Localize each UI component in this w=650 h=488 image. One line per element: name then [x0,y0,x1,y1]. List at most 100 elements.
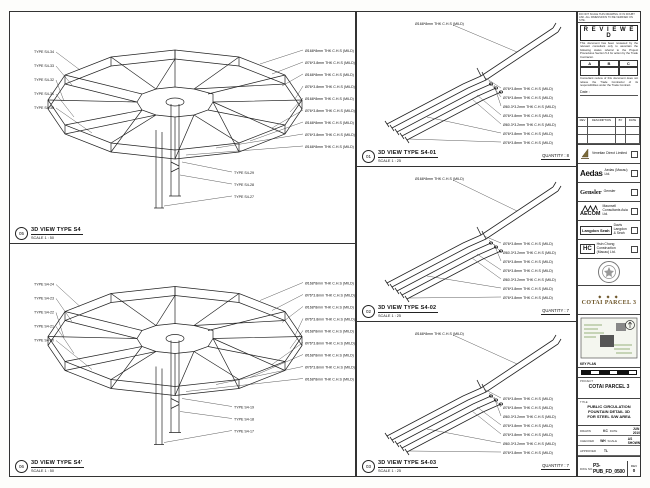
type-label: TYPE S4-18 [234,418,254,422]
seal-icon [598,261,620,283]
member-size-label: Ø76*3.8mm THK C.H.S (MILD) [503,141,553,145]
drawing-title-line: PUBLIC CIRCULATION [587,404,631,409]
member-size-label: Ø60.3*3.2mm THK C.H.S (MILD) [503,278,556,282]
stamp-check-cells [580,67,638,77]
quantity-note: QUANTITY : 7 [541,308,570,315]
member-size-label: Ø168*8mm THK C.H.S (MILD) [415,332,464,336]
type-label: TYPE S4-19 [234,406,254,410]
member-size-label: Ø76*3.8mm THK C.H.S (MILD) [503,114,553,118]
member-size-label: Ø76*3.8mm THK C.H.S (MILD) [503,433,553,437]
view-title: 3D VIEW TYPE S4-03 [378,460,439,468]
consultant-name: Maunsell Consultants Asia Ltd. [602,204,628,216]
stamp-col-a: A [580,60,600,68]
pipe-assembly-drawing: Ø168*8mm THK C.H.S (MILD) Ø76*3.8mm THK … [384,177,562,303]
leader-lines [408,334,518,453]
member-size-label: Ø76*3.8mm THK C.H.S (MILD) [305,85,355,89]
member-size-label: Ø168*8mm THK C.H.S (MILD) [305,97,354,101]
type-label: TYPE S4-23 [34,297,54,301]
type-label: TYPE S4-31 [34,92,54,96]
langdon-seah-logo: Langdon Seah [580,225,612,235]
client-row: Venetian Direct Limited [578,145,640,164]
field-drawn: DRAWN KC DATE JUN 2010 [578,426,640,436]
drawing-title-line: FOUNTAIN DETAIL 3D [588,409,630,414]
leader-lines [408,179,518,299]
type-label: TYPE S4-27 [234,195,254,199]
type-label: TYPE S4-24 [34,283,54,287]
stamp-status-columns: A B C [580,60,638,68]
member-size-label: Ø168*8mm THK C.H.S (MILD) [305,378,354,382]
type-label: TYPE S4-34 [34,50,54,54]
member-size-label: Ø76*3.8mm THK C.H.S (MILD) [305,294,355,298]
client-name: Venetian Direct Limited [592,151,627,156]
member-size-label: Ø76*3.8mm THK C.H.S (MILD) [503,242,553,246]
pipe-assembly-drawing: Ø168*8mm THK C.H.S (MILD) Ø76*3.8mm THK … [384,332,562,456]
view-title: 3D VIEW TYPE S4-02 [378,305,439,313]
view-title: 3D VIEW TYPE S4' [31,460,85,468]
member-size-label: Ø168*8mm THK C.H.S (MILD) [305,282,354,286]
stamp-check-c [618,67,638,77]
detail-marker: 05 [15,227,28,240]
member-size-label: Ø168*8mm THK C.H.S (MILD) [415,177,464,181]
project-logo-name: COTAI PARCEL 3 [581,300,637,306]
member-size-label: Ø76*3.8mm THK C.H.S (MILD) [305,133,355,137]
view-caption: 05 3D VIEW TYPE S4 SCALE 1 : 50 [15,227,83,240]
member-size-label: Ø60.3*3.2mm THK C.H.S (MILD) [503,251,556,255]
member-size-label: Ø76*3.8mm THK C.H.S (MILD) [305,61,355,65]
drawing-info-fields: DRAWN KC DATE JUN 2010 CHECKED WH SCALE … [578,426,640,457]
pipe-assembly-drawing: Ø168*8mm THK C.H.S (MILD) Ø76*3.8mm THK … [384,22,562,145]
annotation-labels: Ø168*8mm THK C.H.S (MILD) Ø76*3.8mm THK … [415,332,556,455]
view-scale: SCALE 1 : 25 [378,314,402,318]
aedas-logo: Aedas [580,168,603,178]
stamp-check-a [580,67,600,77]
project-block: PROJECT COTAI PARCEL 3 [578,378,640,399]
aecom-logo: AECOM [580,204,600,218]
aecom-peaks-icon [582,204,599,212]
member-size-label: Ø168*8mm THK C.H.S (MILD) [305,121,354,125]
member-size-label: Ø168*8mm THK C.H.S (MILD) [305,145,354,149]
company-seal [578,259,640,286]
review-stamp: R E V I E W E D This document has been r… [578,23,640,118]
review-checkbox [631,207,638,215]
consultant-row-aecom: AECOM Maunsell Consultants Asia Ltd. [578,202,640,221]
type-label: TYPE S4-21 [34,325,54,329]
logo-ornament: ◆ ◆ ◆ [598,294,620,299]
field-checked: CHECKED WH SCALE AS SHOWN [578,436,640,446]
contractor-row: HC Hsin Chong Construction (Macau) Ltd. [578,240,640,259]
quantity-note: QUANTITY : 8 [541,153,570,160]
revision-header-row: REV DESCRIPTION BY DATE [578,118,640,127]
project-logo: ◆ ◆ ◆ COTAI PARCEL 3 [578,286,640,315]
type-label: TYPE S4-30 [34,106,54,110]
member-size-label: Ø76*3.8mm THK C.H.S (MILD) [503,287,553,291]
panel-3d-view-s4-prime: Ø168*8mm THK C.H.S (MILD) Ø76*3.8mm THK … [9,243,356,477]
view-caption: 06 3D VIEW TYPE S4' SCALE 1 : 50 [15,460,85,473]
view-scale: SCALE 1 : 25 [378,159,402,163]
drawing-number-bar: DWG NO. P3-PUB_FD_0500 REV 0 [578,461,640,476]
member-size-label: Ø76*3.8mm THK C.H.S (MILD) [503,269,553,273]
dwg-no-label: DWG NO. [580,466,594,471]
view-caption: 03 3D VIEW TYPE S4-03 SCALE 1 : 25 [362,460,439,473]
view-caption: 02 3D VIEW TYPE S4-02 SCALE 1 : 25 [362,305,439,318]
revision-row [578,126,640,136]
member-size-label: Ø60.3*3.2mm THK C.H.S (MILD) [503,123,556,127]
title-block: DO NOT SCALE THIS DRAWING. IF IN DOUBT A… [577,11,641,477]
revision-row [578,135,640,145]
consultant-name: Aedas (Macau) Ltd. [604,168,628,176]
review-checkbox [631,226,638,234]
project-name: COTAI PARCEL 3 [588,384,630,390]
title-field-label: TITLE [580,400,588,404]
consultant-name: Gensler [603,189,616,194]
member-size-label: Ø168*8mm THK C.H.S (MILD) [415,22,464,26]
field-approved: APPROVED TL [578,446,640,456]
project-field-label: PROJECT [580,379,594,383]
member-size-label: Ø76*3.8mm THK C.H.S (MILD) [503,451,553,455]
member-size-label: Ø168*8mm THK C.H.S (MILD) [305,306,354,310]
detail-marker: 03 [362,460,375,473]
key-plan: KEY PLAN [578,315,640,368]
member-size-label: Ø76*3.8mm THK C.H.S (MILD) [305,109,355,113]
member-size-label: Ø76*3.8mm THK C.H.S (MILD) [503,424,553,428]
stamp-body-text: Consultant review of this document does … [580,76,638,88]
review-checkbox [631,188,638,196]
leader-lines [408,24,518,143]
view-scale: SCALE 1 : 25 [378,469,402,473]
